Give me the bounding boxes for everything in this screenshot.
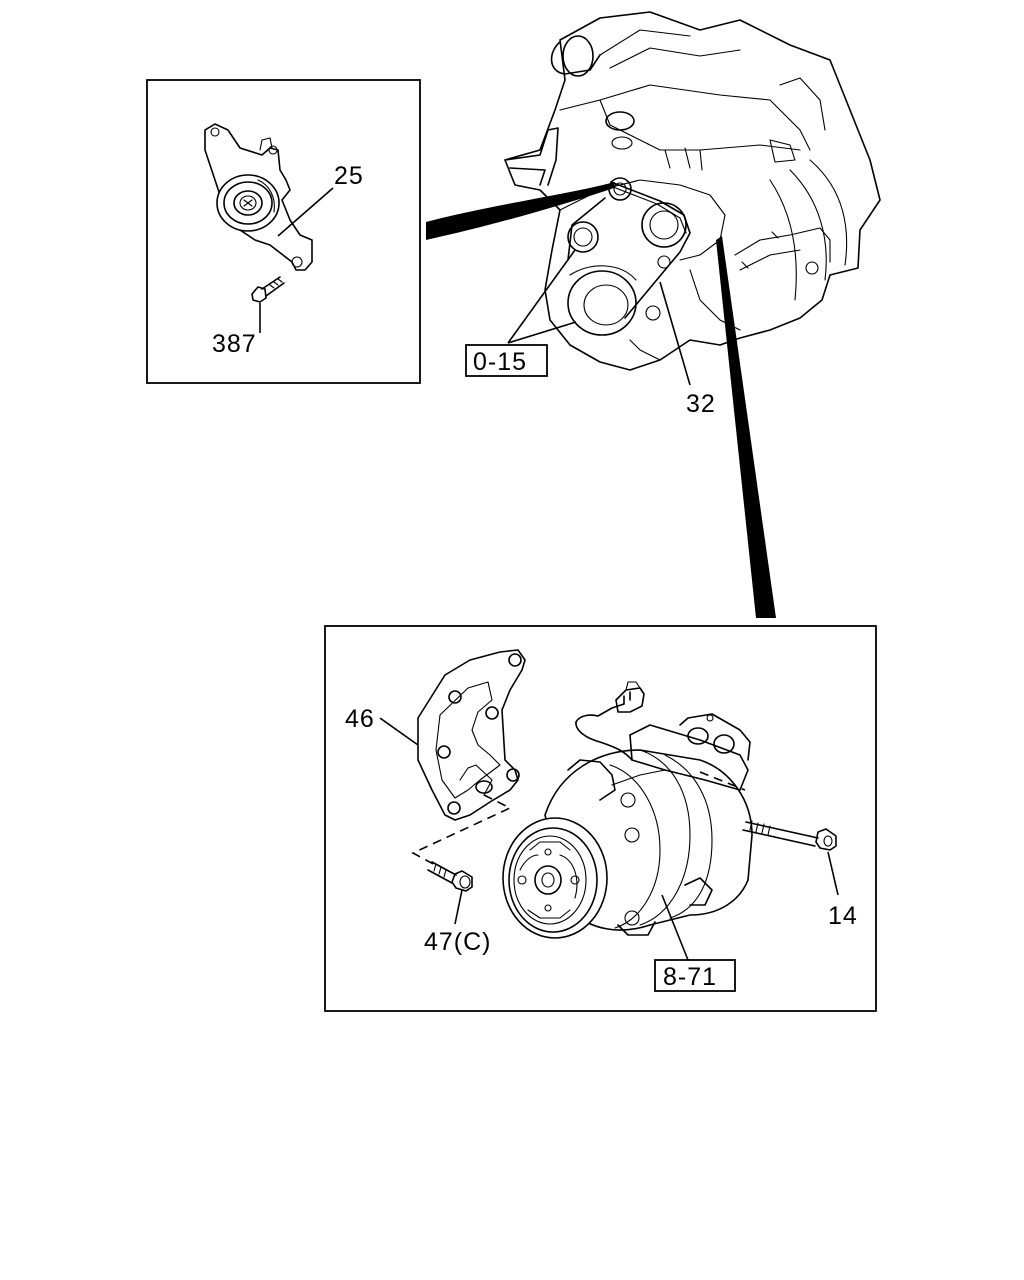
idler-pulley-illustration [204, 123, 313, 271]
ac-compressor-illustration [502, 681, 753, 939]
bolt-14-illustration [742, 820, 837, 851]
callout-compressor-ref: 8-71 [663, 963, 717, 991]
bolt-47-illustration [427, 861, 473, 892]
ref-box-engine [465, 344, 548, 377]
inset-box-idler [146, 79, 421, 384]
callout-engine-ref: 0-15 [473, 348, 527, 376]
engine-illustration [504, 11, 881, 371]
callout-compressor-bolt: 14 [828, 902, 858, 930]
callout-idler-bolt: 387 [212, 330, 257, 358]
callout-drive-belt: 32 [686, 390, 716, 418]
pointer-wedge-idler [426, 182, 615, 240]
ref-box-compressor [654, 959, 736, 992]
callout-bracket: 46 [345, 705, 375, 733]
inset-box-compressor [324, 625, 877, 1012]
callout-bracket-bolt: 47(C) [424, 928, 492, 956]
pointer-wedge-compressor [716, 236, 776, 618]
callout-idler-pulley: 25 [334, 162, 364, 190]
bracket-illustration [417, 649, 526, 821]
bolt-387-illustration [251, 276, 285, 303]
